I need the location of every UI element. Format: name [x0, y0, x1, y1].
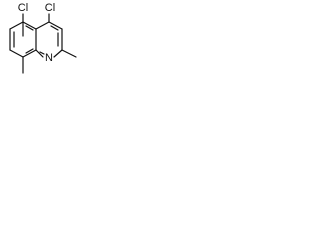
bond-c4a-c4 [35, 21, 50, 30]
atom-label-cl-right: Cl [45, 2, 55, 14]
bond-c8-c8a [22, 49, 37, 58]
bond-double-right-3 [39, 51, 45, 55]
bond-c7-c8 [9, 49, 24, 58]
bond-c2-methyl [61, 49, 77, 58]
bond-double-left-3 [25, 48, 34, 54]
bond-c4-c3 [48, 21, 63, 30]
bond-n1-c8a [35, 49, 44, 58]
bond-double-right-1 [50, 25, 59, 31]
bond-c5-c6 [9, 21, 24, 30]
bond-c4a-c5b [22, 21, 37, 30]
quinoline-structure-svg: Cl Cl N [9, 2, 77, 74]
bond-double-left-2 [25, 25, 34, 31]
chemical-structure-diagram: Cl Cl N [0, 0, 91, 87]
bond-c2-n1 [53, 49, 63, 58]
atom-label-n: N [45, 52, 53, 64]
atom-label-cl-left: Cl [18, 2, 28, 14]
